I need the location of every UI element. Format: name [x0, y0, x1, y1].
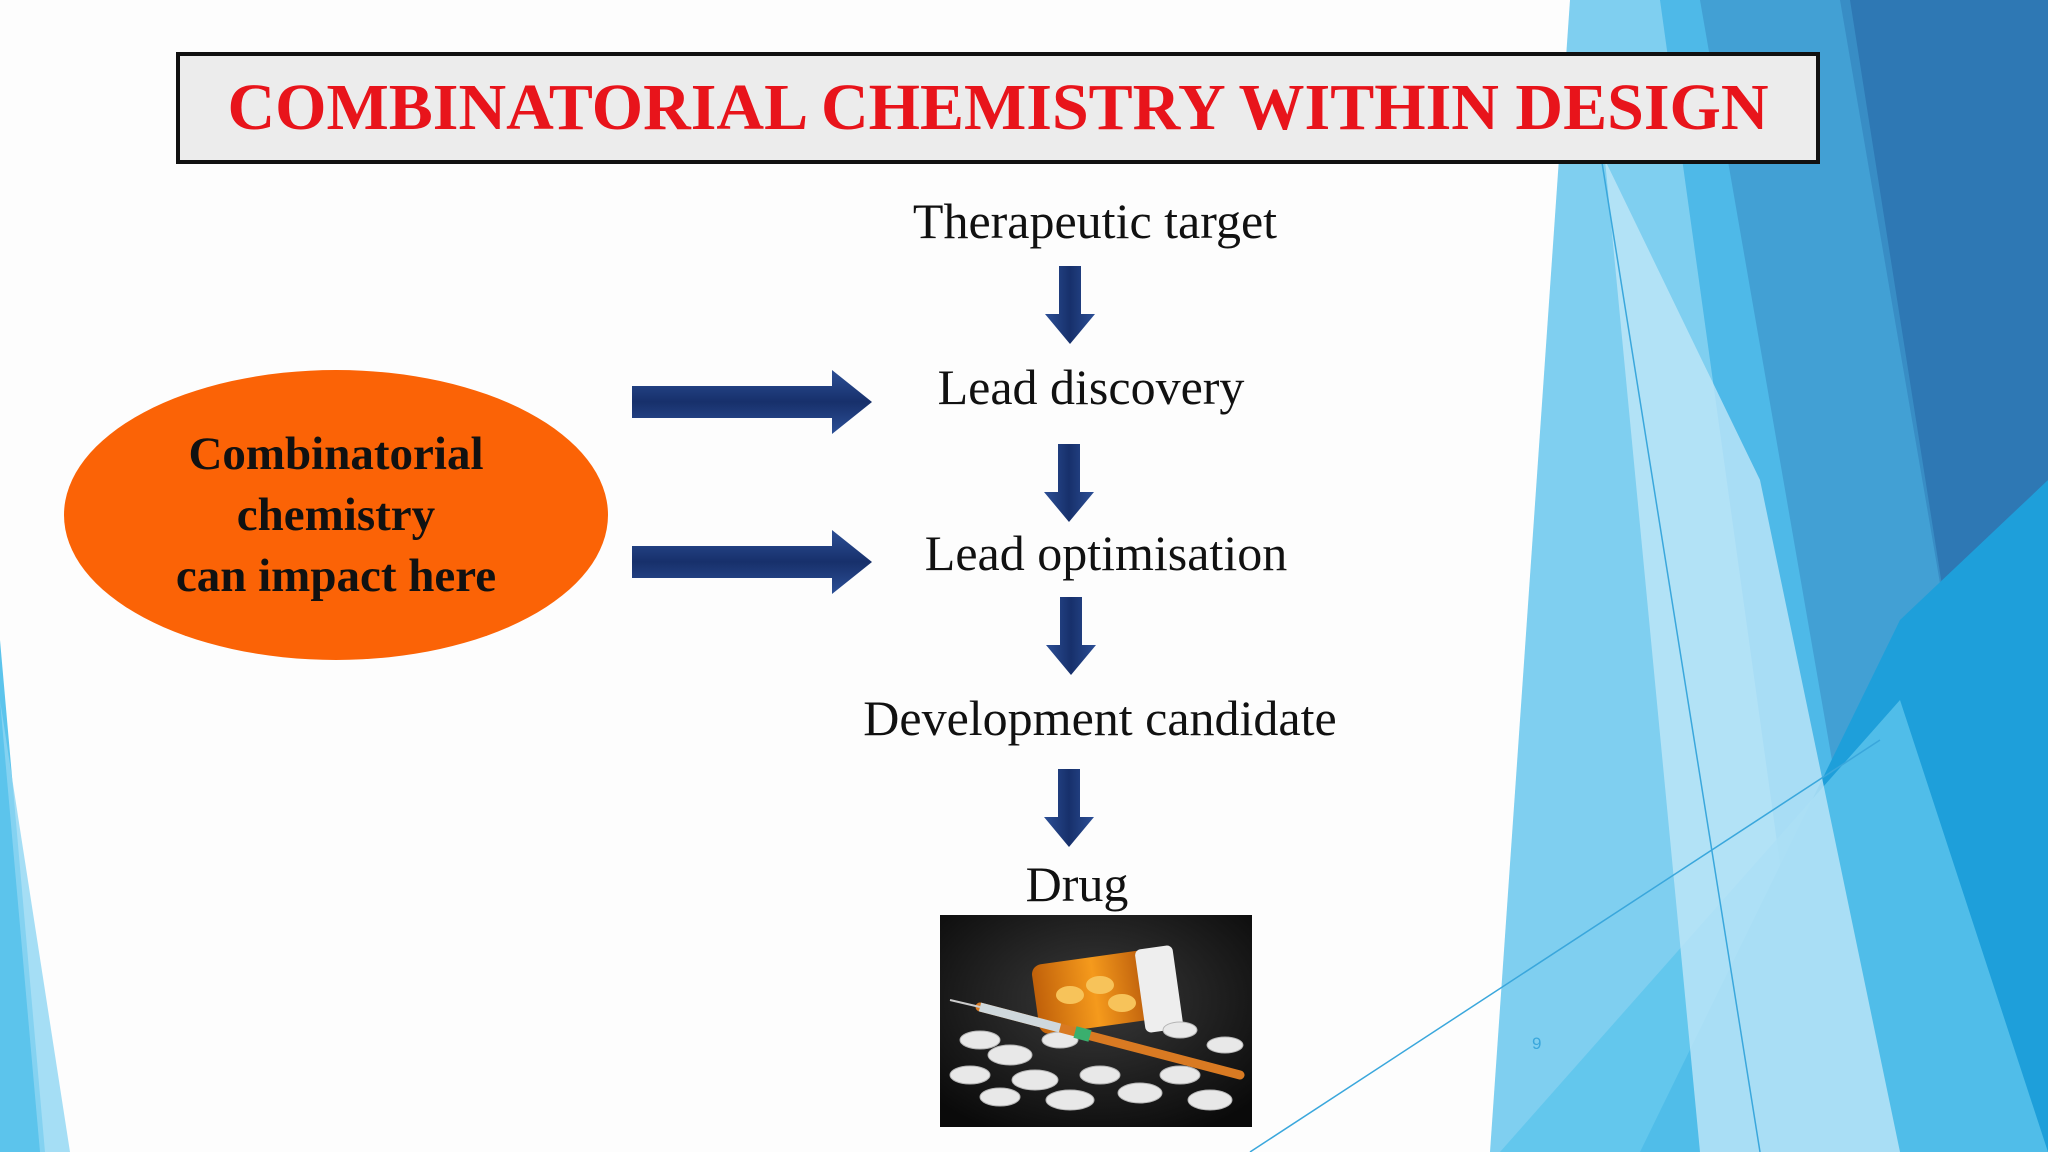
page-number: 9 — [1532, 1034, 1542, 1053]
step-lead-discovery: Lead discovery — [937, 359, 1245, 415]
right-arrow-icon — [632, 530, 872, 594]
down-arrow-icon — [1046, 597, 1096, 675]
step-drug: Drug — [1025, 856, 1129, 912]
step-lead-optimisation: Lead optimisation — [924, 525, 1288, 581]
step-development-candidate: Development candidate — [863, 690, 1337, 746]
right-arrow-icon — [632, 370, 872, 434]
down-arrow-icon — [1044, 444, 1094, 522]
impact-line-2: chemistry — [236, 488, 436, 541]
impact-ellipse: Combinatorial chemistry can impact here — [64, 370, 608, 660]
impact-label: Combinatorial chemistry can impact here — [176, 424, 496, 607]
step-therapeutic-target: Therapeutic target — [912, 193, 1278, 249]
down-arrow-icon — [1045, 266, 1095, 344]
title-box: COMBINATORIAL CHEMISTRY WITHIN DESIGN — [176, 52, 1820, 164]
down-arrow-icon — [1044, 769, 1094, 847]
slide-title: COMBINATORIAL CHEMISTRY WITHIN DESIGN — [227, 71, 1769, 144]
impact-line-3: can impact here — [175, 549, 497, 602]
pills-and-syringe-photo — [940, 915, 1252, 1127]
impact-line-1: Combinatorial — [188, 427, 484, 480]
